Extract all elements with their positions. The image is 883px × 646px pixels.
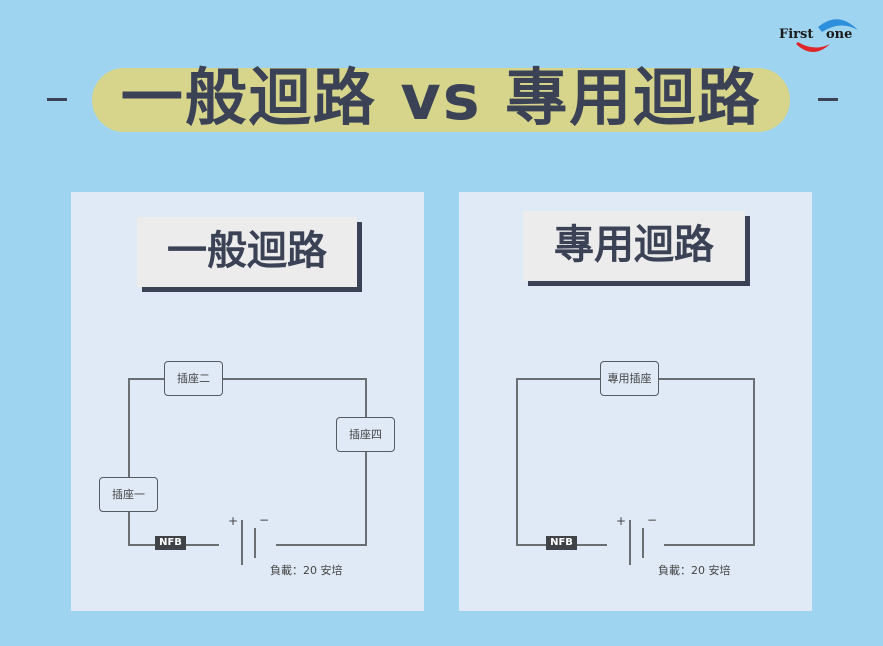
nfb-breaker: NFB <box>546 536 577 550</box>
dedicated-circuit-title: 專用迴路 <box>523 211 745 281</box>
plus-sign: + <box>228 514 239 528</box>
page-title: 一般迴路 vs 專用迴路 <box>120 61 762 134</box>
general-circuit-title: 一般迴路 <box>137 217 357 287</box>
wire <box>365 378 367 546</box>
wire <box>753 378 755 546</box>
battery-long-plate <box>241 520 243 565</box>
svg-text:one: one <box>826 27 852 42</box>
title-dash-left <box>47 98 67 101</box>
load-label: 負載：20 安培 <box>270 564 343 577</box>
battery-long-plate <box>629 520 631 565</box>
wire <box>129 378 366 380</box>
socket-1: 插座一 <box>99 477 158 512</box>
socket-2: 插座二 <box>164 361 223 396</box>
first-one-logo: First one <box>778 12 878 57</box>
wire <box>276 544 366 546</box>
wire <box>516 378 518 546</box>
minus-sign: − <box>259 513 270 527</box>
nfb-breaker: NFB <box>155 536 186 550</box>
wire <box>128 378 130 546</box>
minus-sign: − <box>647 513 658 527</box>
title-highlight <box>92 68 790 132</box>
load-label: 負載：20 安培 <box>658 564 731 577</box>
dedicated-socket: 專用插座 <box>600 361 659 396</box>
battery-short-plate <box>254 528 256 558</box>
battery-short-plate <box>642 528 644 558</box>
wire <box>664 544 754 546</box>
title-dash-right <box>818 98 838 101</box>
socket-4: 插座四 <box>336 417 395 452</box>
plus-sign: + <box>616 514 627 528</box>
svg-text:First: First <box>779 27 813 42</box>
